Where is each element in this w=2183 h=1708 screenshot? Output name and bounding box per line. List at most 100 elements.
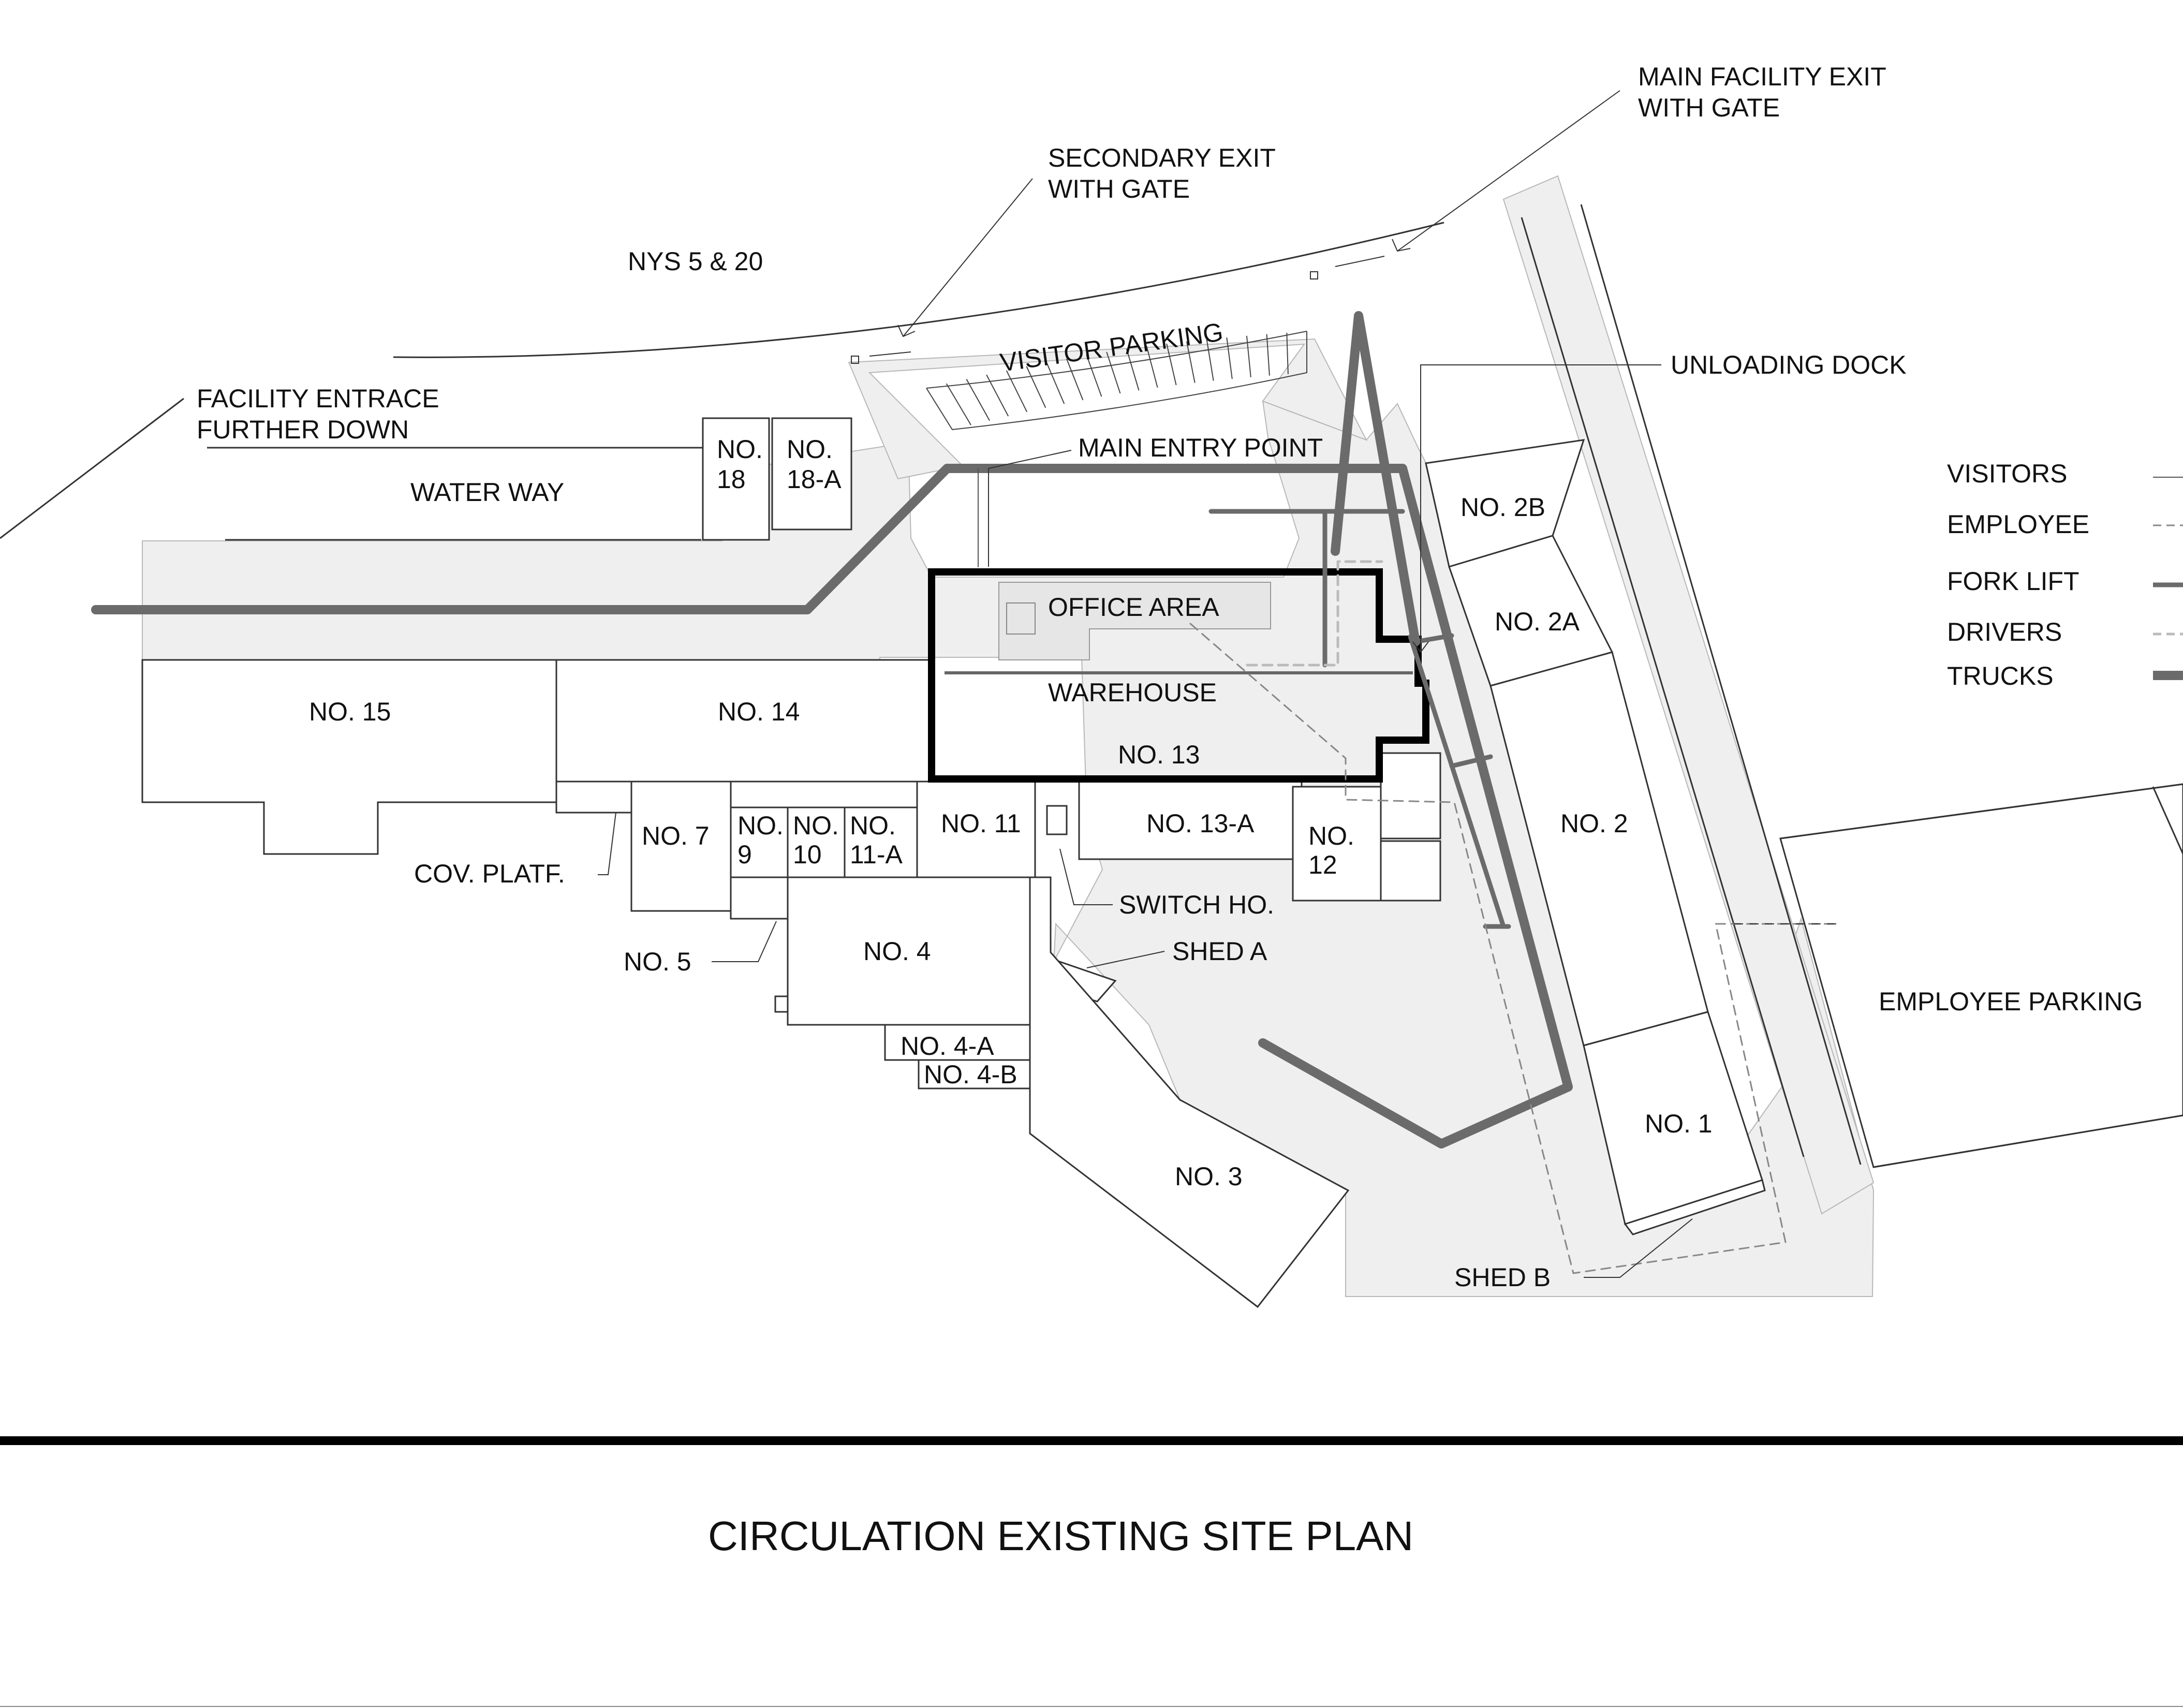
legend-drivers-label: DRIVERS <box>1947 617 2062 646</box>
no13a-label: NO. 13-A <box>1146 809 1255 838</box>
shed-b-leader <box>1584 1218 1693 1278</box>
parking-stall-line <box>946 383 971 425</box>
parking-stall-line <box>1026 366 1046 408</box>
parking-front-line <box>926 331 1307 389</box>
no5-strip <box>730 876 789 920</box>
parking-stall-line <box>1226 337 1233 379</box>
truck-route-main <box>91 464 1573 1149</box>
title-block: CIRCULATION EXISTING SITE PLAN <box>0 1436 2183 1707</box>
no18-label-1: NO. <box>717 435 763 464</box>
no18a-label-1: NO. <box>787 435 833 464</box>
cov-platf-leader <box>598 812 616 875</box>
dock-box-1 <box>1380 752 1441 840</box>
parking-stall-line <box>1266 334 1270 376</box>
parking-stall-line <box>1046 362 1065 404</box>
no5-leader <box>712 921 777 962</box>
parking-stall-line <box>986 374 1009 417</box>
main-gate-bar <box>1335 256 1385 267</box>
employee-parking-label: EMPLOYEE PARKING <box>1879 987 2143 1016</box>
visitor-parking-stalls <box>926 331 1307 431</box>
no7-label: NO. 7 <box>642 821 710 850</box>
main-exit-leader <box>1397 90 1620 252</box>
no9-label-1: NO. <box>738 811 784 840</box>
no13-label: NO. 13 <box>1118 740 1200 769</box>
highway-label: NYS 5 & 20 <box>628 247 763 276</box>
truck-route-exit <box>1331 311 1420 646</box>
fork-lift-path-3 <box>1408 634 1506 929</box>
secondary-exit-arrowhead <box>897 325 916 337</box>
highway-edge-line <box>393 222 1444 358</box>
parking-stall-line <box>1246 335 1251 377</box>
unloading-dock-arrowhead <box>1412 641 1429 653</box>
fork-lift-tick-1 <box>1413 633 1454 644</box>
parking-outline <box>926 331 1307 431</box>
main-gate-marker <box>1310 271 1318 279</box>
no10-label-2: 10 <box>793 840 822 869</box>
building-no11 <box>916 781 1036 878</box>
no15-label: NO. 15 <box>309 697 391 726</box>
main-entry-leader <box>988 450 1072 567</box>
parking-stall-line <box>1106 351 1121 394</box>
waterway-label: WATER WAY <box>410 478 564 507</box>
no12-label-1: NO. <box>1308 821 1354 850</box>
no3-label: NO. 3 <box>1175 1162 1243 1191</box>
building-no3 <box>1029 876 1350 1308</box>
secondary-gate-bar <box>869 351 911 357</box>
parking-stall-line <box>1206 339 1214 381</box>
building-no4a <box>884 1024 1031 1061</box>
title-separator-bar <box>0 1436 2183 1445</box>
shed-a-leader <box>1086 951 1165 968</box>
main-exit-label-2: WITH GATE <box>1638 93 1780 122</box>
no4-notch <box>774 995 789 1013</box>
building-no18a <box>771 417 852 531</box>
legend-employee-label: EMPLOYEE <box>1947 510 2089 539</box>
parking-stall-line <box>1146 346 1158 388</box>
legend-fork-lift-label: FORK LIFT <box>1947 567 2079 596</box>
shed-b-label: SHED B <box>1454 1263 1551 1292</box>
office-inner-pad <box>998 582 1271 660</box>
no1-label: NO. 1 <box>1645 1109 1713 1138</box>
east-drive-strip <box>1502 175 1875 1215</box>
no9-label-2: 9 <box>738 840 752 869</box>
parking-stall-line <box>1286 332 1289 374</box>
buildings <box>141 417 2183 1308</box>
parking-stall-line <box>1126 348 1140 391</box>
switch-ho-leader <box>1059 848 1113 905</box>
parking-stall-lines <box>946 332 1289 425</box>
east-drive-line-1 <box>1521 217 1805 1157</box>
parking-stall-line <box>1086 355 1102 397</box>
office-hatch <box>1006 602 1036 635</box>
building-no4 <box>787 876 1031 1026</box>
parking-stall-line <box>1166 343 1177 386</box>
main-exit-arrowhead <box>1392 239 1411 252</box>
circulation-paths <box>91 311 1841 1274</box>
gates <box>851 256 1385 364</box>
main-exit-label-1: MAIN FACILITY EXIT <box>1638 62 1886 91</box>
parking-stall-line <box>966 379 990 421</box>
secondary-exit-label-2: WITH GATE <box>1048 174 1190 203</box>
no12-label-2: 12 <box>1308 850 1337 879</box>
labels: NYS 5 & 20 WATER WAY FACILITY ENTRACE FU… <box>197 62 2143 1292</box>
leader-lines <box>598 90 1840 1278</box>
cov-platf-label: COV. PLATF. <box>414 859 565 888</box>
facility-entrance-label-1: FACILITY ENTRACE <box>197 384 439 413</box>
no2-label: NO. 2 <box>1560 809 1628 838</box>
drivers-route <box>1246 560 1383 667</box>
parking-stall-line <box>1006 370 1028 413</box>
switch-house <box>1046 805 1068 835</box>
legend: VISITORS EMPLOYEE FORK LIFT DRIVERS TRUC… <box>1947 459 2183 690</box>
building-no15 <box>141 659 557 855</box>
no11a-label-2: 11-A <box>850 840 903 869</box>
parking-stall-line <box>1186 341 1196 383</box>
no18a-label-2: 18-A <box>787 465 842 494</box>
employee-route <box>1189 623 1841 1274</box>
no14-label: NO. 14 <box>718 697 800 726</box>
employee-lot-edge-3 <box>2152 786 2183 855</box>
building-no12 <box>1292 786 1382 902</box>
no18-label-2: 18 <box>717 465 746 494</box>
north-entry-strip <box>848 338 1368 480</box>
no10-label-1: NO. <box>793 811 839 840</box>
facility-entrance-label-2: FURTHER DOWN <box>197 415 409 444</box>
secondary-exit-label-1: SECONDARY EXIT <box>1048 143 1276 172</box>
